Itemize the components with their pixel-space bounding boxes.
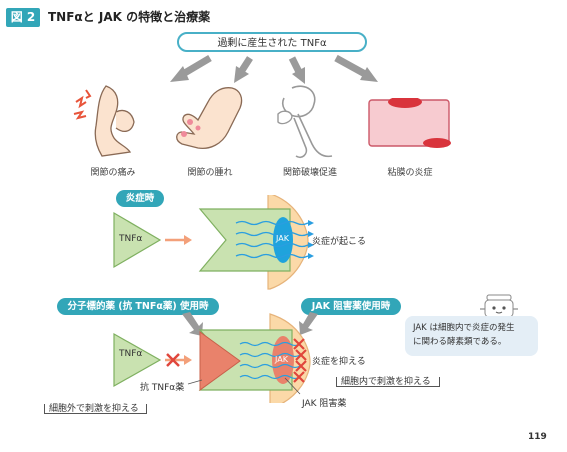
inflammation-diagram	[113, 195, 314, 290]
symptom-label: 関節破壊促進	[282, 168, 337, 178]
figure-title: TNFαと JAK の特徴と治療薬	[48, 10, 211, 24]
jak-inhibitor-label: JAK 阻害薬	[302, 399, 347, 409]
inflammation-result: 炎症が起こる	[312, 237, 367, 247]
source-box: 過剰に産生された TNFα	[177, 32, 367, 52]
note-box: JAK は細胞内で炎症の発生 に関わる酵素類である。	[405, 316, 538, 356]
painful-knee-icon	[73, 85, 135, 157]
tnf-label: TNFα	[119, 234, 143, 244]
inflammation-pill: 炎症時	[116, 190, 164, 207]
anti-tnf-pill: 分子標的薬 (抗 TNFα薬) 使用時	[57, 298, 219, 315]
symptom-label: 粘膜の炎症	[387, 168, 433, 178]
callout-outside: 細胞外で刺激を抑える	[49, 404, 139, 414]
note-line: JAK は細胞内で炎症の発生	[413, 323, 515, 333]
symptom-label: 関節の痛み	[90, 168, 136, 178]
callout-inside: 細胞内で刺激を抑える	[341, 377, 431, 387]
drug-result: 炎症を抑える	[312, 357, 366, 367]
inflamed-mucosa-icon	[368, 98, 451, 148]
callout-inside-bracket	[336, 377, 440, 387]
drug-diagram	[113, 312, 318, 403]
symptom-label: 関節の腫れ	[187, 168, 233, 178]
symptom-arrows	[170, 54, 378, 84]
figure-badge: 図 2	[6, 8, 40, 27]
note-line: に関わる酵素類である。	[413, 337, 507, 347]
jak-label: JAK	[275, 355, 288, 364]
swollen-hand-icon	[176, 87, 243, 150]
jak-label: JAK	[276, 234, 289, 243]
joint-bone-icon	[277, 85, 333, 159]
callout-outside-bracket	[44, 404, 147, 414]
tnf-label: TNFα	[119, 349, 143, 359]
jak-inhibitor-pill: JAK 阻害薬使用時	[301, 298, 401, 315]
page-number: 119	[528, 432, 547, 442]
anti-tnf-drug-label: 抗 TNFα薬	[140, 383, 185, 393]
